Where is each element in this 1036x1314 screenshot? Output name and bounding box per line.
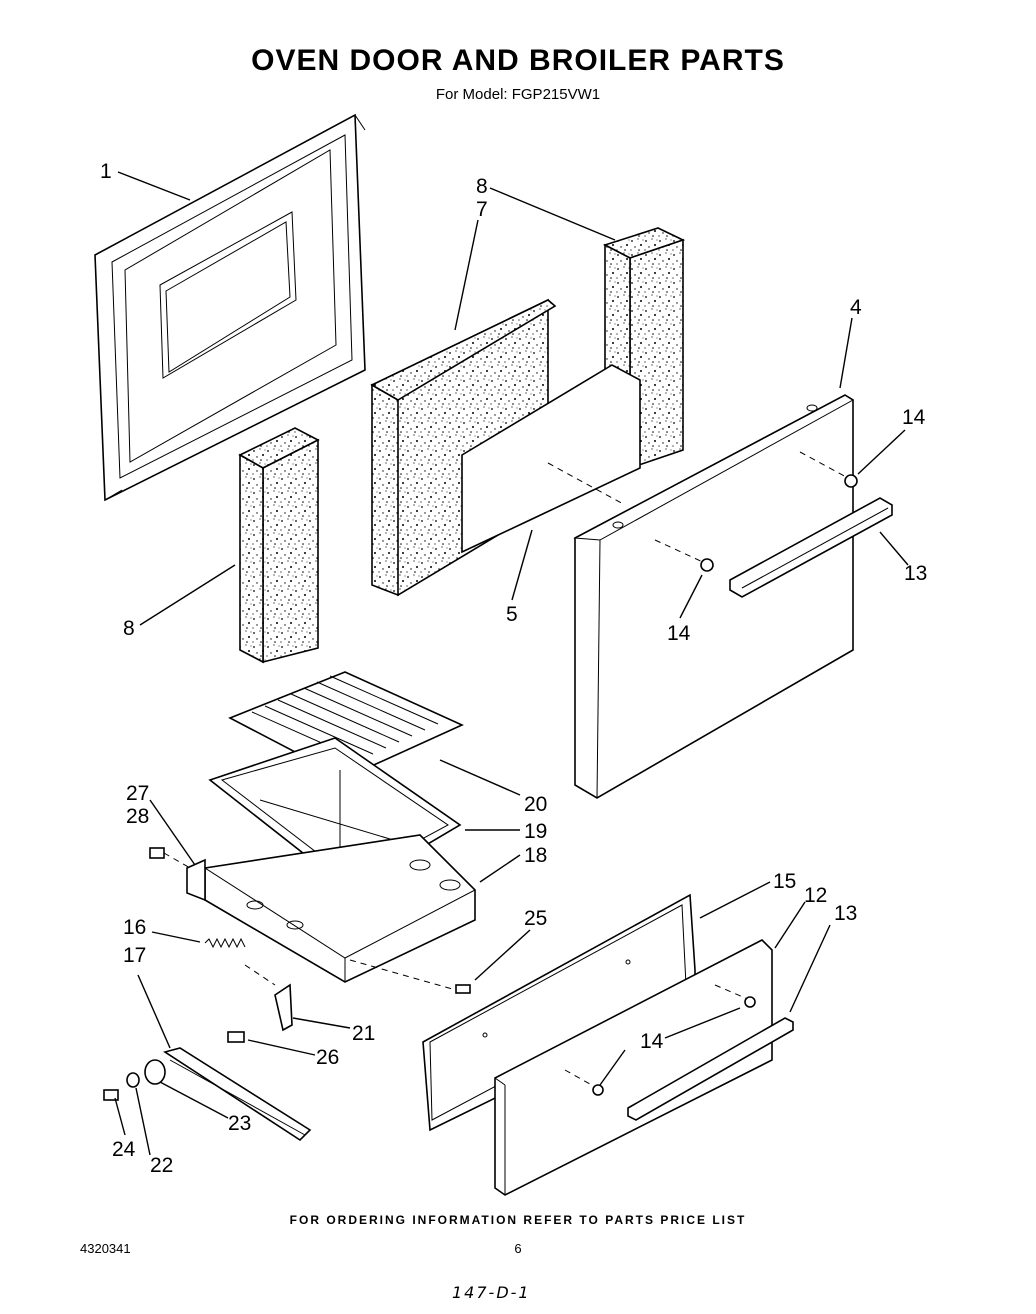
- callout-26: 26: [316, 1046, 339, 1069]
- callout-20: 20: [524, 793, 547, 816]
- slide-rail: [163, 1047, 312, 1142]
- screw-28: [149, 847, 191, 869]
- callout-14-bottom: 14: [640, 1030, 664, 1053]
- insulation-strip-front: [238, 427, 320, 664]
- callout-25: 25: [524, 907, 547, 930]
- callout-5: 5: [506, 603, 518, 626]
- callout-16: 16: [123, 916, 146, 939]
- callout-13-top: 13: [904, 562, 927, 585]
- callout-17: 17: [123, 944, 146, 967]
- callout-15: 15: [773, 870, 796, 893]
- callout-14-mid: 14: [667, 622, 691, 645]
- callout-13-bottom: 13: [834, 902, 857, 925]
- screw-26: [227, 1031, 245, 1043]
- callout-8-rear: 8: [476, 175, 488, 198]
- callout-12: 12: [804, 884, 827, 907]
- door-baffle: [461, 364, 641, 554]
- callout-18: 18: [524, 844, 547, 867]
- broiler-handle: [564, 984, 794, 1121]
- outer-door-panel: [573, 394, 854, 799]
- callout-8-front: 8: [123, 617, 135, 640]
- broiler-door-outer: [494, 939, 773, 1196]
- spring: [204, 937, 276, 986]
- callout-1: 1: [100, 160, 112, 183]
- handwritten-note: 147-D-1: [452, 1283, 531, 1302]
- callout-7: 7: [476, 198, 488, 221]
- callout-labels: 1 8 7 4 14 13 14 5 8 20 27 28 19 18 15 1…: [100, 160, 927, 1177]
- callout-28: 28: [126, 805, 149, 828]
- page-number: 6: [514, 1241, 522, 1256]
- callout-24: 24: [112, 1138, 136, 1161]
- broiler-drawer: [186, 834, 476, 983]
- leader-lines: [114, 171, 909, 1156]
- callout-21: 21: [352, 1022, 375, 1045]
- inner-door-panel: [94, 113, 366, 502]
- model-subtitle: For Model: FGP215VW1: [435, 86, 601, 103]
- ordering-note: FOR ORDERING INFORMATION REFER TO PARTS …: [289, 1213, 747, 1227]
- page-title: OVEN DOOR AND BROILER PARTS: [251, 44, 785, 77]
- wheel-assembly: [103, 1059, 166, 1101]
- callout-23: 23: [228, 1112, 251, 1135]
- bolt-25: [349, 959, 471, 994]
- broiler-grid: [228, 671, 464, 779]
- door-handle: [654, 451, 893, 598]
- callout-27: 27: [126, 782, 149, 805]
- callout-22: 22: [150, 1154, 173, 1177]
- callout-19: 19: [524, 820, 547, 843]
- document-number: 4320341: [80, 1241, 131, 1256]
- latch: [274, 983, 293, 1032]
- callout-14-top: 14: [902, 406, 926, 429]
- callout-4: 4: [850, 296, 862, 319]
